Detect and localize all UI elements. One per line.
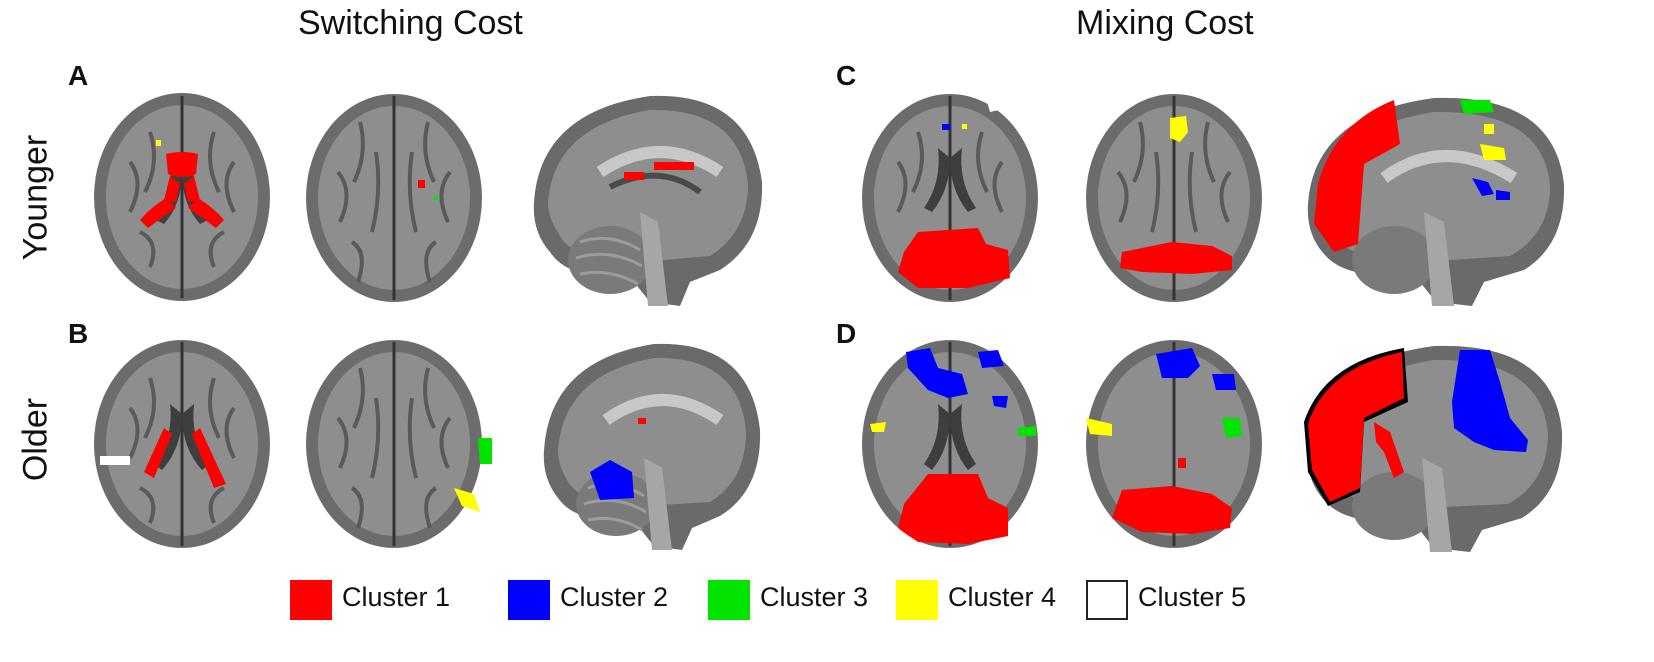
panel-label-d: D — [836, 318, 857, 349]
axial-slice-d1 — [862, 340, 1038, 548]
sagittal-slice-d — [1304, 345, 1563, 552]
legend-label-cluster-4: Cluster 4 — [948, 582, 1057, 612]
axial-slice-c2 — [1086, 94, 1262, 302]
axial-slice-d2 — [1086, 340, 1262, 548]
sagittal-slice-b — [543, 343, 761, 550]
legend-label-cluster-2: Cluster 2 — [560, 582, 669, 612]
sagittal-slice-a — [533, 95, 763, 306]
row-label-older: Older — [16, 397, 55, 482]
legend-label-cluster-3: Cluster 3 — [760, 582, 869, 612]
cluster-1-region — [166, 152, 198, 177]
axial-slice-a2 — [306, 94, 482, 302]
axial-slice-a1 — [94, 93, 270, 301]
panel-label-a: A — [68, 60, 89, 91]
column-title-mixing-cost: Mixing Cost — [1076, 4, 1254, 42]
column-title-switching-cost: Switching Cost — [298, 4, 523, 42]
panel-label-b: B — [68, 318, 89, 349]
sagittal-slice-c — [1307, 97, 1565, 306]
legend-swatch-cluster-4 — [896, 580, 938, 620]
legend-swatch-cluster-2 — [508, 580, 550, 620]
legend-label-cluster-1: Cluster 1 — [342, 582, 451, 612]
legend-swatch-cluster-3 — [708, 580, 750, 620]
panel-label-c: C — [836, 60, 857, 91]
legend-swatch-cluster-5 — [1086, 580, 1128, 620]
row-label-younger: Younger — [16, 134, 55, 261]
axial-slice-b1 — [94, 340, 270, 548]
legend-label-cluster-5: Cluster 5 — [1138, 582, 1247, 612]
legend-swatch-cluster-1 — [290, 580, 332, 620]
axial-slice-c1 — [862, 94, 1038, 302]
axial-slice-b2 — [306, 340, 492, 548]
